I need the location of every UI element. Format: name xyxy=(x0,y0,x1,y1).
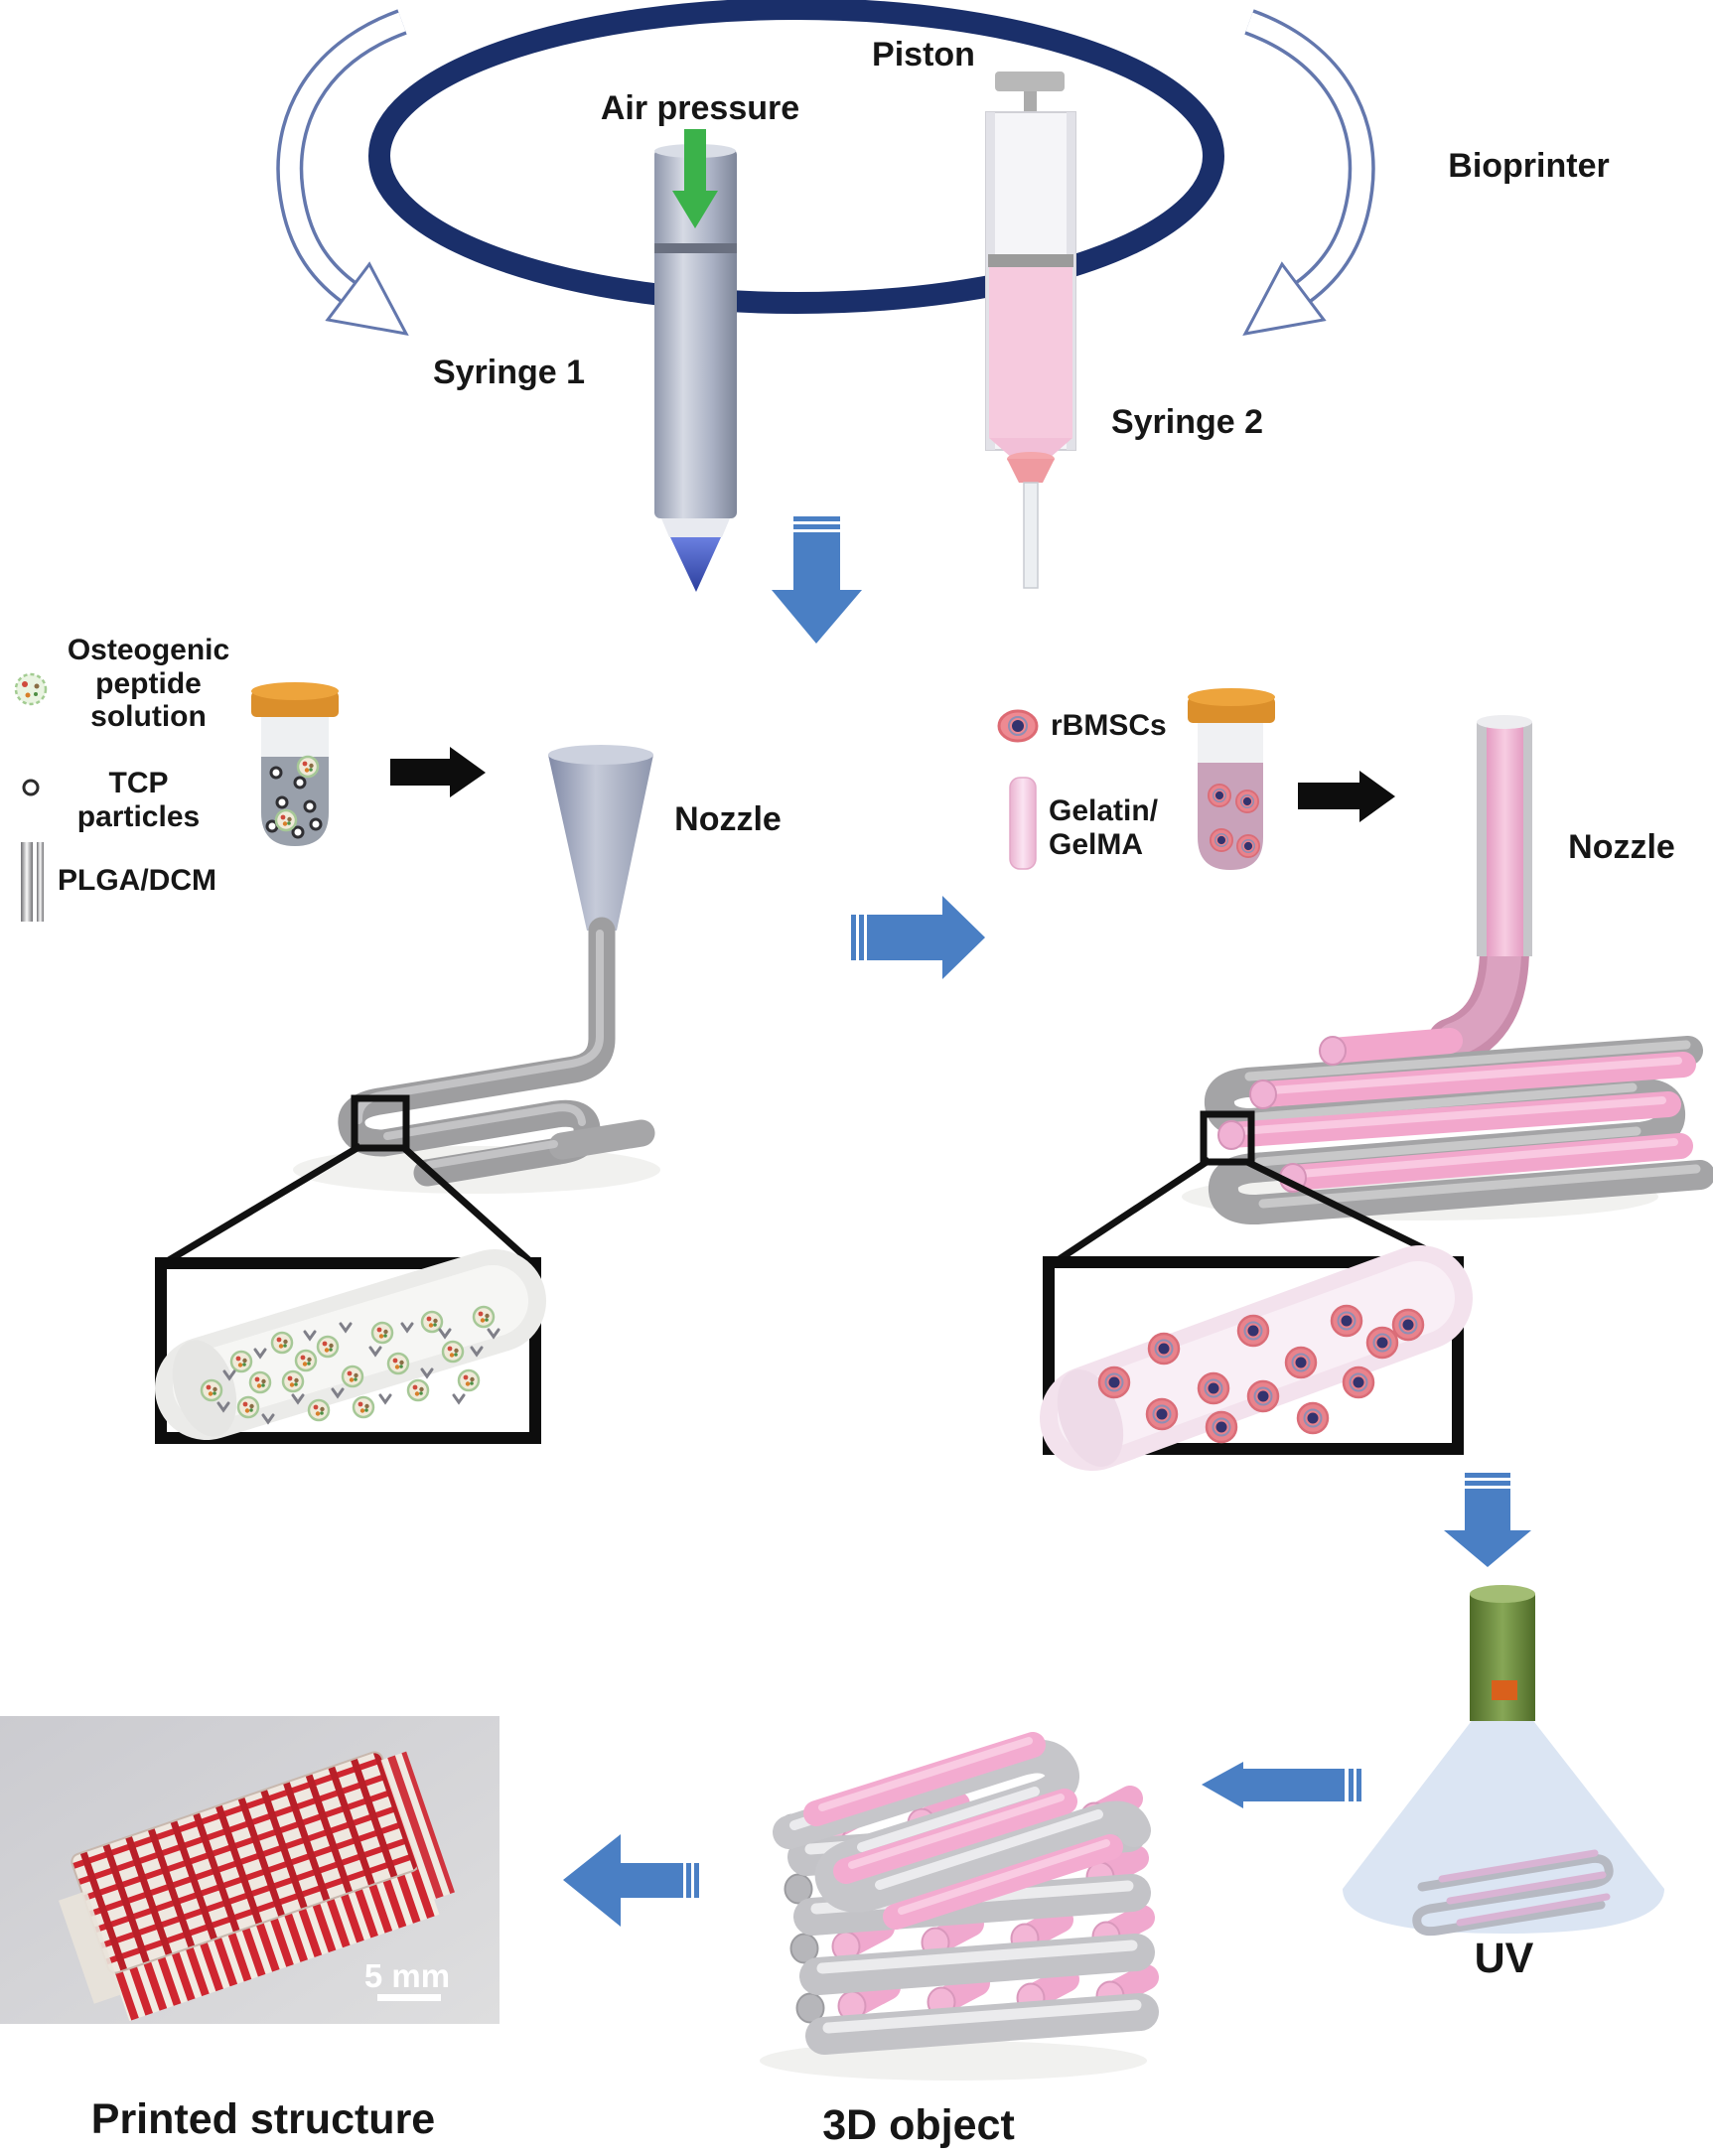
peptide-solution-icon xyxy=(14,672,48,706)
air-pressure-arrow-icon xyxy=(672,129,718,228)
label-nozzle-left: Nozzle xyxy=(674,800,782,838)
scale-bar-icon xyxy=(377,1994,441,2001)
label-rbmscs: rBMSCs xyxy=(1051,709,1167,742)
cell-tube xyxy=(1188,688,1275,870)
bioprinter-ellipse xyxy=(368,0,1224,314)
label-scale-bar: 5 mm xyxy=(363,1957,451,1994)
flow-arrow-down-1 xyxy=(772,516,862,644)
uv-mini-scaffold xyxy=(1412,1849,1614,1937)
printhead-cone-left xyxy=(548,745,653,931)
rotation-arrow-right-icon xyxy=(1242,9,1375,337)
rotation-arrow-left-icon xyxy=(276,9,409,337)
transfer-arrow-left xyxy=(563,1834,699,1927)
label-bioprinter: Bioprinter xyxy=(1448,147,1610,185)
label-piston: Piston xyxy=(872,36,975,73)
syringe1-blue-tip xyxy=(670,537,721,592)
mixing-arrow-left xyxy=(390,747,486,797)
piston-handle xyxy=(995,72,1065,91)
zoom-square-left xyxy=(162,1094,535,1267)
gelatin-bar-icon xyxy=(1009,777,1037,870)
label-printed-structure: Printed structure xyxy=(90,2095,436,2143)
peptide-tube xyxy=(251,682,339,846)
label-syringe-1: Syringe 1 xyxy=(432,354,586,391)
label-3d-object: 3D object xyxy=(822,2101,1015,2149)
printed-scaffold xyxy=(58,1751,455,2022)
label-tcp-particles: TCP particles xyxy=(76,767,201,833)
strand-serpentine-right xyxy=(1182,1028,1713,1225)
printhead-tube-right xyxy=(1427,715,1532,1068)
printed-structure-photo xyxy=(0,1716,500,2024)
label-uv: UV xyxy=(1474,1935,1534,1982)
inset-strand-left xyxy=(155,1249,546,1444)
label-air-pressure: Air pressure xyxy=(600,89,800,127)
uv-button xyxy=(1492,1680,1517,1700)
pink-strands-right xyxy=(1217,1028,1696,1193)
flow-arrow-right-mid xyxy=(851,896,985,979)
label-osteogenic-peptide: Osteogenic peptide solution xyxy=(67,634,230,734)
syringe-1 xyxy=(654,144,737,592)
object-3d-top-layer xyxy=(773,1732,1151,1930)
cure-arrow-left xyxy=(1202,1762,1361,1808)
label-plga-dcm: PLGA/DCM xyxy=(58,864,216,897)
object-3d xyxy=(760,1732,1159,2081)
label-nozzle-right: Nozzle xyxy=(1568,828,1675,866)
rbmsc-cell-icon xyxy=(997,709,1039,743)
strand-serpentine-left xyxy=(293,917,660,1194)
uv-lamp-icon xyxy=(1343,1585,1664,1937)
tcp-particle-icon xyxy=(22,779,40,796)
mixing-arrow-right xyxy=(1298,771,1395,822)
inset-strand-right xyxy=(1040,1245,1473,1471)
label-syringe-2: Syringe 2 xyxy=(1110,403,1264,441)
flow-arrow-down-2 xyxy=(1444,1473,1531,1567)
label-gelatin: Gelatin/ GelMA xyxy=(1049,794,1159,861)
syringe-2 xyxy=(985,72,1076,589)
plga-dcm-bar-icon xyxy=(21,842,44,922)
syringe2-bioink xyxy=(989,267,1072,438)
